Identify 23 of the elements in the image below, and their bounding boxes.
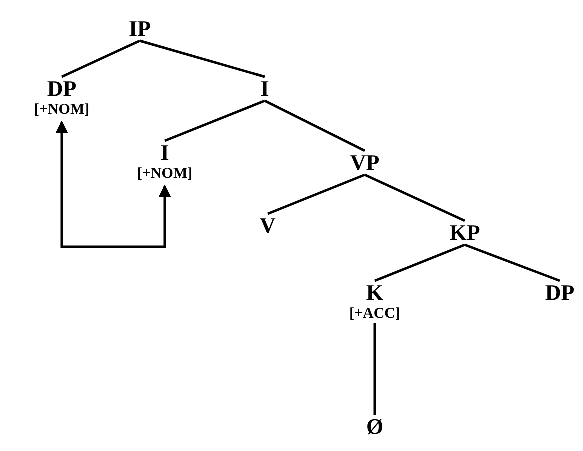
feature-label: [+NOM] [137, 167, 193, 182]
arrow [56, 120, 172, 248]
branch-line [374, 244, 466, 282]
category-label: K [365, 282, 385, 304]
branch-line [364, 174, 466, 222]
branch-line [268, 174, 366, 216]
feature-label: [+NOM] [34, 103, 90, 118]
branch-line [374, 323, 376, 415]
branch-line [164, 100, 266, 142]
branch-line [61, 40, 141, 78]
category-label: I [260, 78, 270, 100]
category-label: VP [349, 152, 381, 174]
category-label: KP [448, 222, 482, 244]
category-label: DP [46, 78, 78, 100]
category-label: I [160, 142, 170, 164]
branch-line [140, 40, 266, 78]
category-label: IP [128, 18, 152, 40]
category-label: Ø [365, 416, 385, 438]
category-label: DP [544, 282, 576, 304]
feature-label: [+ACC] [349, 307, 401, 322]
category-label: V [259, 215, 277, 237]
branch-line [464, 244, 560, 282]
branch-line [264, 100, 366, 152]
